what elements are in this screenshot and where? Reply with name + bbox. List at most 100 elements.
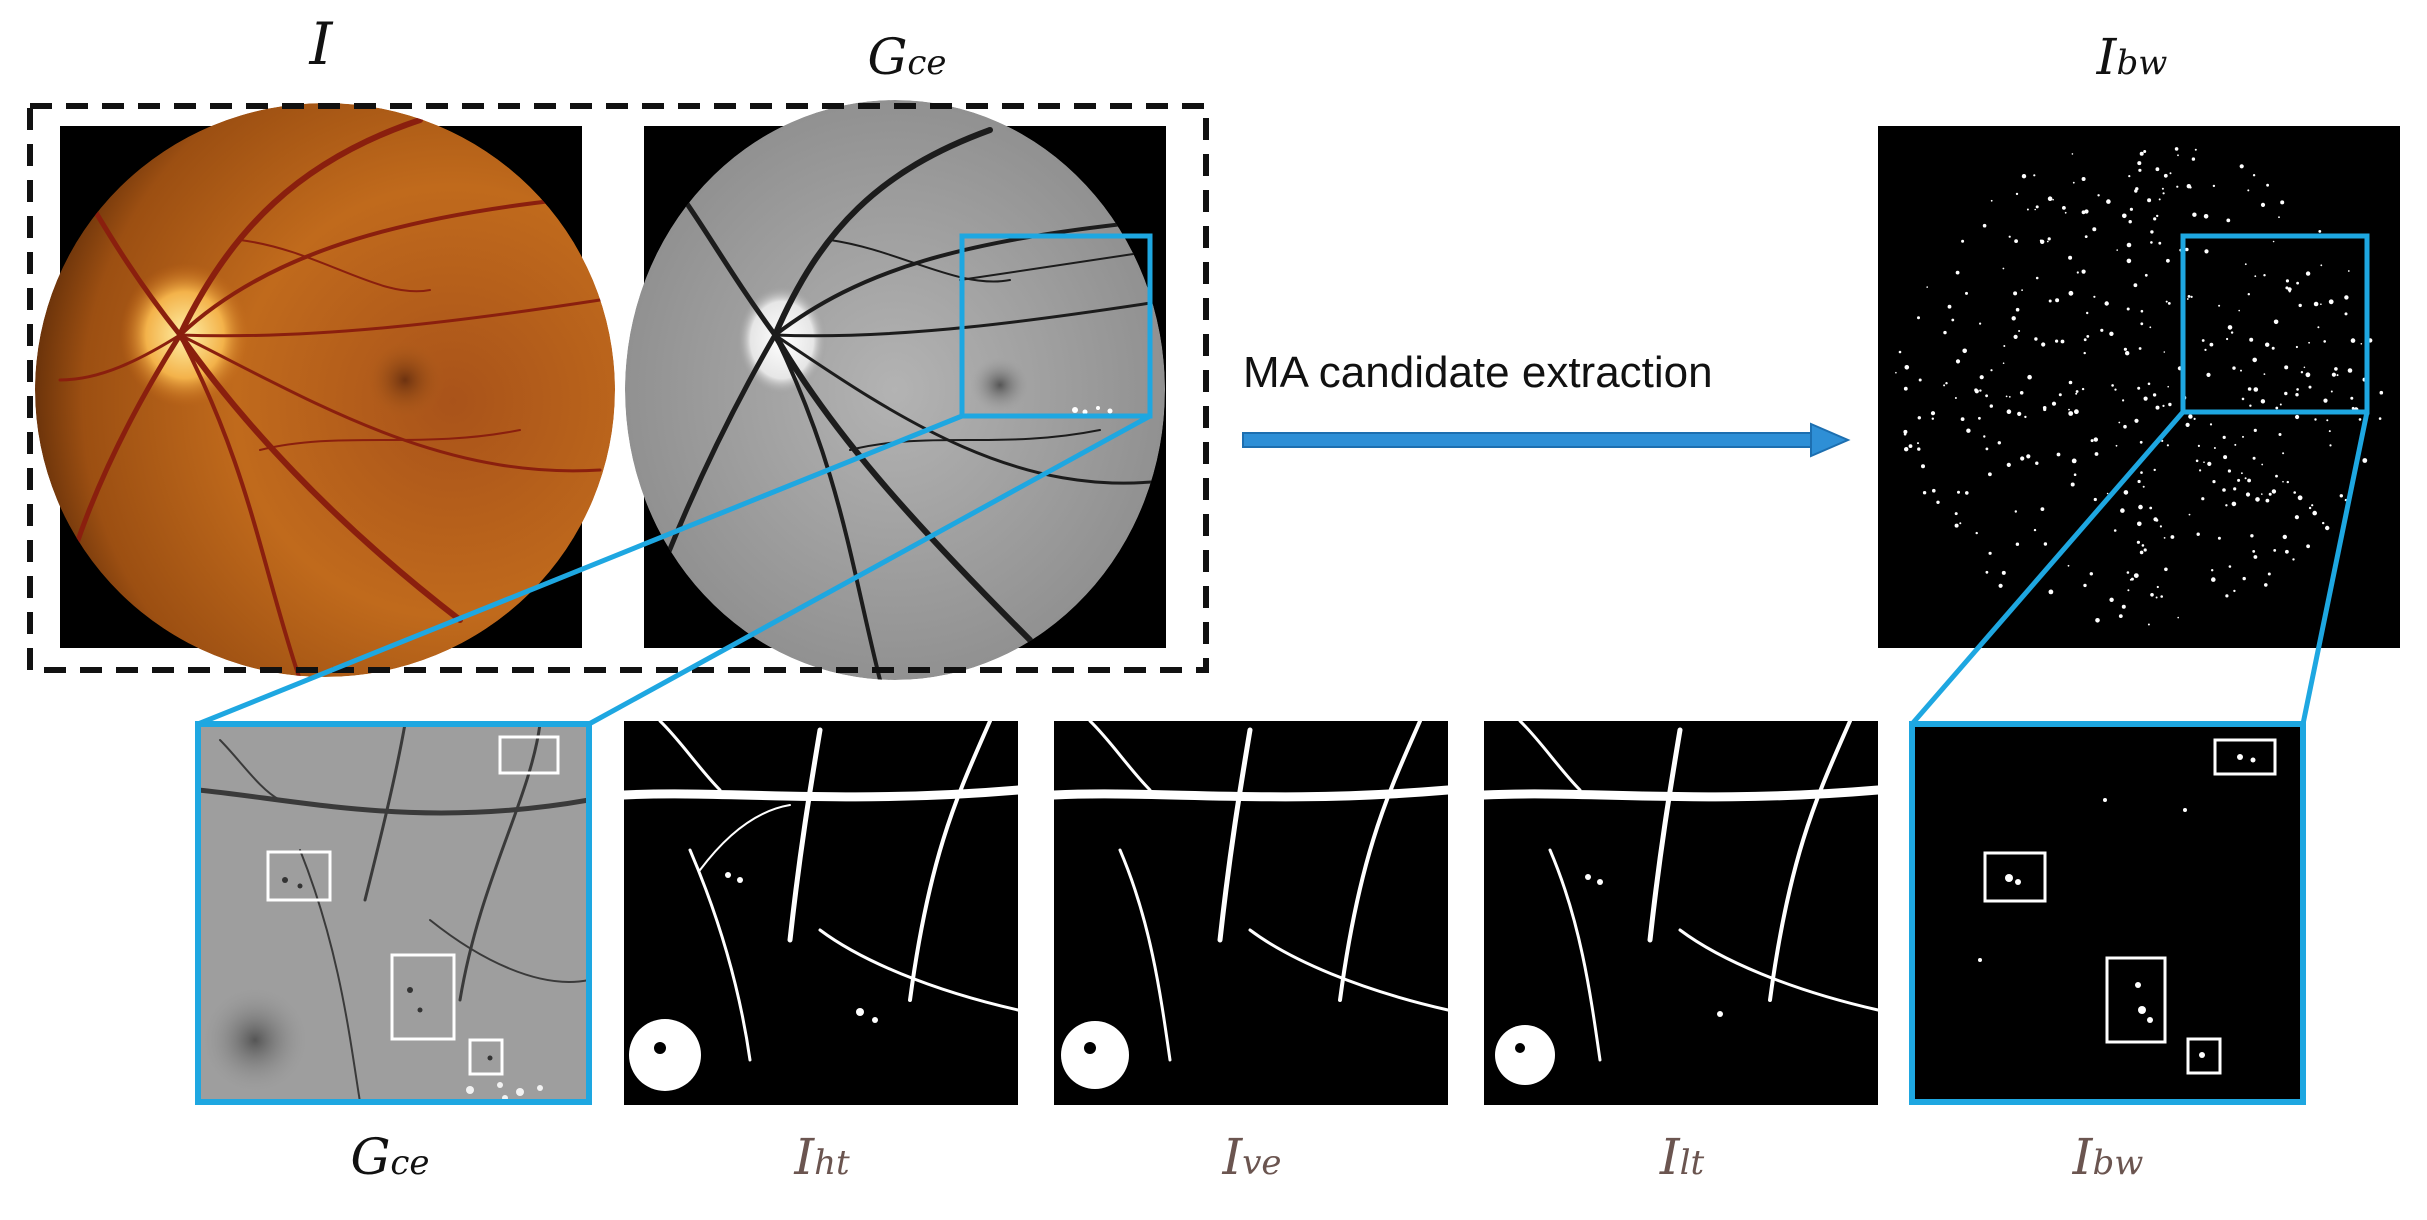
candidate-speck: [2139, 550, 2144, 555]
candidate-speck: [1966, 428, 1971, 433]
candidate-speck: [2358, 418, 2362, 421]
candidate-speck: [2165, 300, 2168, 303]
candidate-speck: [2186, 298, 2189, 300]
candidate-speck: [2014, 510, 2018, 513]
arrow-label: MA candidate extraction: [1243, 348, 1713, 397]
candidate-speck: [2166, 258, 2170, 263]
candidate-speck: [2140, 322, 2144, 326]
candidate-speck: [2015, 192, 2019, 196]
candidate-speck: [2147, 382, 2151, 386]
candidate-speck: [2150, 230, 2154, 234]
candidate-speck: [2185, 422, 2190, 427]
candidate-speck: [2058, 393, 2062, 397]
extraction-arrow: [1242, 422, 1851, 458]
candidate-speck: [2191, 157, 2196, 161]
candidate-speck: [1978, 416, 1981, 420]
label-gce-top: Gce: [867, 28, 947, 86]
candidate-speck: [2153, 217, 2157, 221]
candidate-speck: [2068, 255, 2073, 260]
candidate-speck: [2084, 209, 2089, 214]
candidate-speck: [2275, 474, 2278, 478]
candidate-speck: [1975, 531, 1978, 535]
candidate-speck: [1959, 522, 1962, 525]
candidate-speck: [2247, 293, 2250, 296]
candidate-speck: [1917, 442, 1919, 445]
candidate-speck: [2266, 183, 2270, 187]
candidate-speck: [2296, 388, 2299, 391]
candidate-speck: [2197, 444, 2200, 447]
candidate-speck: [2064, 211, 2067, 214]
candidate-speck: [2162, 192, 2165, 195]
candidate-speck: [1957, 490, 1960, 494]
candidate-speck: [2328, 299, 2334, 305]
candidate-speck: [2052, 198, 2054, 201]
candidate-speck: [2106, 492, 2109, 495]
candidate-speck: [2260, 399, 2266, 404]
candidate-speck: [2081, 177, 2086, 181]
candidate-speck: [2143, 396, 2148, 401]
candidate-speck: [2239, 164, 2244, 169]
candidate-speck: [2090, 439, 2094, 443]
candidate-speck: [2225, 504, 2228, 507]
candidate-speck: [2155, 596, 2158, 599]
candidate-speck: [2305, 372, 2311, 378]
candidate-speck: [2280, 200, 2285, 205]
candidate-speck: [2231, 501, 2237, 507]
candidate-speck: [2118, 614, 2123, 618]
candidate-speck: [2244, 477, 2247, 480]
candidate-speck: [1904, 447, 1909, 452]
candidate-speck: [1954, 512, 1958, 516]
candidate-speck: [2260, 202, 2266, 207]
candidate-speck: [2312, 510, 2317, 516]
candidate-speck: [2051, 401, 2057, 406]
candidate-speck: [2073, 473, 2077, 477]
candidate-speck: [1917, 447, 1921, 451]
candidate-speck: [2005, 395, 2008, 398]
candidate-speck: [2139, 440, 2143, 444]
candidate-speck: [2326, 419, 2329, 422]
candidate-speck: [2285, 549, 2289, 554]
candidate-speck: [2068, 290, 2074, 296]
candidate-speck: [2227, 325, 2233, 330]
candidate-speck: [2295, 345, 2298, 349]
candidate-speck: [1961, 239, 1965, 243]
candidate-speck: [2222, 488, 2226, 492]
candidate-speck: [2041, 342, 2046, 347]
candidate-speck: [2211, 577, 2216, 582]
candidate-speck: [2360, 343, 2363, 345]
candidate-speck: [2128, 220, 2132, 224]
label-gce-bottom: Gce: [350, 1128, 430, 1186]
candidate-speck: [2162, 404, 2165, 407]
candidate-speck: [2186, 184, 2191, 189]
candidate-speck: [2201, 497, 2205, 501]
candidate-speck: [2094, 452, 2099, 456]
candidate-speck: [2075, 392, 2078, 395]
candidate-speck: [2195, 459, 2199, 463]
fundus-color-image: [35, 103, 615, 677]
candidate-speck: [2092, 227, 2097, 232]
candidate-speck: [1985, 394, 1988, 398]
candidate-speck: [2144, 273, 2148, 277]
candidate-speck: [2252, 357, 2257, 363]
candidate-speck: [1895, 371, 1897, 374]
candidate-speck: [2126, 242, 2132, 248]
candidate-speck: [2111, 384, 2114, 387]
candidate-speck: [2249, 337, 2254, 342]
gce-zoom-patch: [195, 721, 592, 1105]
candidate-speck: [2083, 338, 2087, 342]
candidate-speck: [2093, 497, 2097, 502]
candidate-speck: [2204, 348, 2207, 351]
candidate-speck: [2048, 589, 2054, 595]
candidate-speck: [2227, 469, 2231, 473]
candidate-speck: [2133, 283, 2138, 288]
candidate-speck: [2134, 418, 2139, 423]
candidate-speck: [2185, 247, 2189, 252]
candidate-speck: [2060, 339, 2065, 344]
candidate-speck: [2292, 558, 2295, 561]
candidate-speck: [2093, 437, 2098, 442]
candidate-speck: [2159, 525, 2162, 528]
candidate-speck: [2086, 335, 2090, 338]
candidate-speck: [2222, 435, 2226, 439]
candidate-speck: [2122, 213, 2127, 219]
